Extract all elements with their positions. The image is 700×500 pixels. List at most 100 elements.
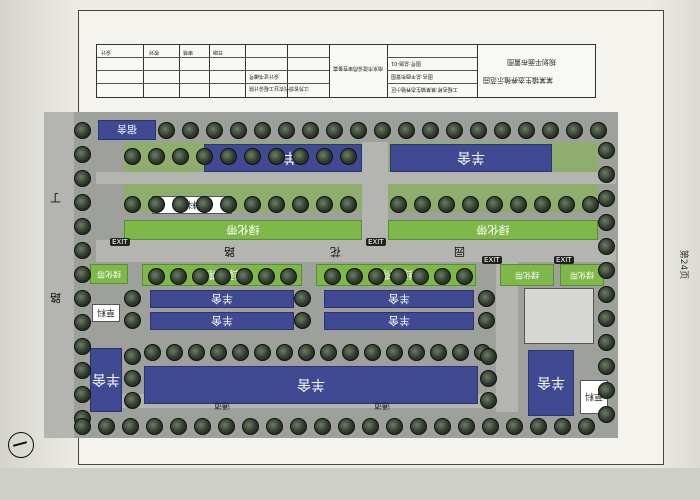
tree-icon	[386, 418, 403, 435]
tree-icon	[598, 406, 615, 423]
tree-icon	[266, 418, 283, 435]
tree-icon	[530, 418, 547, 435]
road-label: 花	[330, 245, 341, 258]
page-number: 第24页	[678, 249, 689, 280]
tree-icon	[346, 268, 363, 285]
tree-icon	[254, 344, 271, 361]
tree-icon	[74, 386, 91, 403]
site-plan: 宿舍 羊舍 羊舍 饲料库 绿化带 绿化带 绿化带 绿化带 绿化带 绿化带 绿化带…	[44, 112, 618, 438]
tree-icon	[480, 392, 497, 409]
tree-icon	[566, 122, 583, 139]
tree-icon	[598, 166, 615, 183]
road-label: 路	[224, 245, 235, 258]
sign-label: 设计	[101, 49, 112, 55]
tree-icon	[518, 122, 535, 139]
sign-label: 审核	[183, 49, 194, 55]
tree-icon	[148, 148, 165, 165]
tree-icon	[598, 382, 615, 399]
tree-icon	[170, 268, 187, 285]
sheep-barn: 羊舍	[150, 290, 294, 308]
tree-icon	[438, 196, 455, 213]
tree-icon	[456, 268, 473, 285]
tree-icon	[414, 196, 431, 213]
road-label: 丁	[50, 191, 61, 204]
tree-icon	[166, 344, 183, 361]
tree-icon	[582, 196, 599, 213]
tree-icon	[124, 370, 141, 387]
tree-icon	[292, 148, 309, 165]
tree-icon	[206, 122, 223, 139]
sheep-barn: 羊舍	[390, 144, 552, 172]
tree-icon	[398, 122, 415, 139]
tree-icon	[598, 286, 615, 303]
tree-icon	[324, 268, 341, 285]
tree-icon	[220, 196, 237, 213]
tree-icon	[462, 196, 479, 213]
project-line: 工程名称:某某镇生态养殖小区	[391, 86, 458, 92]
tree-icon	[340, 196, 357, 213]
tree-icon	[192, 268, 209, 285]
tree-icon	[482, 418, 499, 435]
tree-icon	[494, 122, 511, 139]
tree-icon	[486, 196, 503, 213]
tree-icon	[124, 348, 141, 365]
drawing-title: 某某镇生态养殖示范园	[483, 76, 553, 84]
tree-icon	[554, 418, 571, 435]
tree-icon	[214, 268, 231, 285]
tree-icon	[74, 146, 91, 163]
tree-icon	[326, 122, 343, 139]
tree-icon	[258, 268, 275, 285]
project-line: 图名:总平面布置图	[391, 73, 433, 79]
tree-icon	[232, 344, 249, 361]
tree-icon	[148, 196, 165, 213]
tree-icon	[124, 196, 141, 213]
tree-icon	[280, 268, 297, 285]
sheep-barn: 羊舍	[144, 366, 478, 404]
road-label: 通道	[214, 401, 230, 410]
sign-label: 校对	[149, 49, 160, 55]
tree-icon	[342, 344, 359, 361]
road-label: 通道	[374, 401, 390, 410]
tree-icon	[98, 418, 115, 435]
tree-icon	[578, 418, 595, 435]
tree-icon	[480, 370, 497, 387]
tree-icon	[314, 418, 331, 435]
tree-icon	[430, 344, 447, 361]
tree-icon	[350, 122, 367, 139]
tree-icon	[254, 122, 271, 139]
top-road	[96, 172, 616, 184]
tree-icon	[182, 122, 199, 139]
green-belt: 绿化带	[388, 220, 598, 240]
tree-icon	[278, 122, 295, 139]
tree-icon	[74, 314, 91, 331]
tree-icon	[316, 148, 333, 165]
tree-icon	[298, 344, 315, 361]
tree-icon	[74, 194, 91, 211]
tree-icon	[320, 344, 337, 361]
tree-icon	[362, 418, 379, 435]
right-inner-road	[496, 262, 518, 412]
tree-icon	[368, 268, 385, 285]
tree-icon	[294, 290, 311, 307]
tree-icon	[230, 122, 247, 139]
tree-icon	[422, 122, 439, 139]
tree-icon	[124, 148, 141, 165]
exit-marker: EXIT	[482, 256, 502, 264]
tree-icon	[194, 418, 211, 435]
tree-icon	[74, 242, 91, 259]
green-belt: 绿化带	[90, 264, 128, 284]
tree-icon	[244, 196, 261, 213]
tree-icon	[598, 238, 615, 255]
tree-icon	[236, 268, 253, 285]
tree-icon	[598, 190, 615, 207]
tree-icon	[170, 418, 187, 435]
tree-icon	[172, 196, 189, 213]
tree-icon	[446, 122, 463, 139]
tree-icon	[338, 418, 355, 435]
tree-icon	[124, 290, 141, 307]
tree-icon	[302, 122, 319, 139]
tree-icon	[74, 218, 91, 235]
tree-icon	[196, 196, 213, 213]
tree-icon	[74, 170, 91, 187]
hay-store: 草料	[92, 304, 120, 322]
